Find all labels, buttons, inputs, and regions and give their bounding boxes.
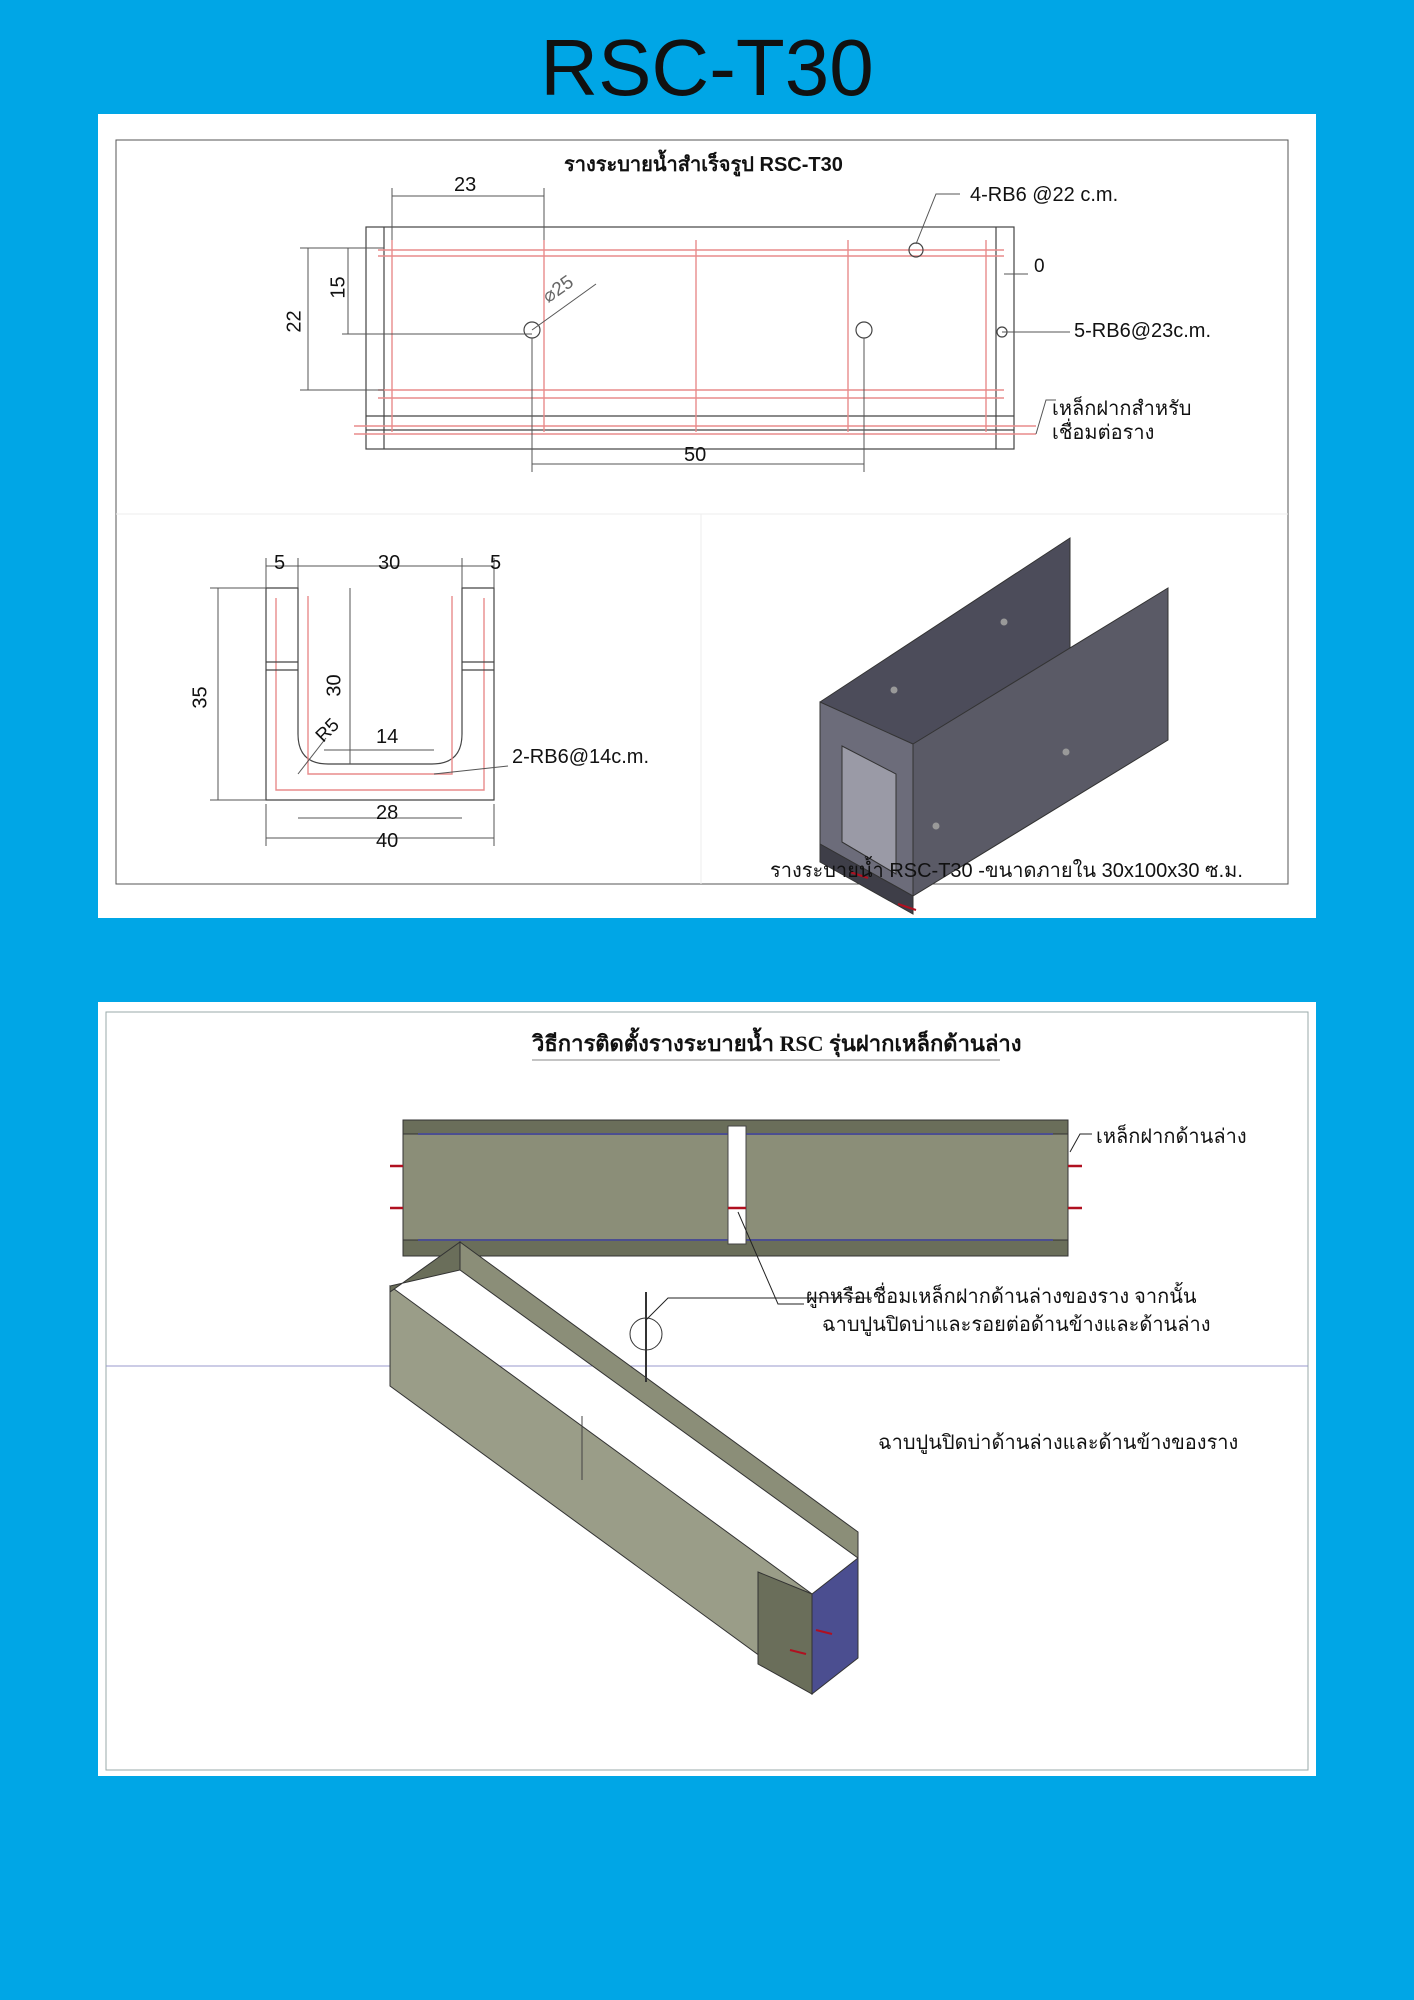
callout-stirrups: 5-RB6@23c.m. xyxy=(1074,320,1212,342)
spec-drawing-panel: รางระบายน้ำสำเร็จรูป RSC-T30 23 15 22 50… xyxy=(98,114,1316,918)
install-note-line1: ผูกหรือเชื่อมเหล็กฝากด้านล่างของราง จากน… xyxy=(806,1286,1197,1308)
dim-inner-width: 30 xyxy=(378,552,401,574)
dim-left-22: 22 xyxy=(283,310,306,333)
dim-left-15: 15 xyxy=(327,276,350,299)
isometric-view xyxy=(819,537,1169,915)
dim-base-inner-28: 28 xyxy=(376,802,399,824)
dim-bottom-bar-14: 14 xyxy=(376,726,399,748)
plan-view xyxy=(300,188,1070,472)
page-title: RSC-T30 xyxy=(540,23,874,112)
install-top-view xyxy=(390,1119,1092,1305)
callout-bottom-plate: เหล็กฝากด้านล่าง xyxy=(1096,1126,1247,1148)
cross-section-view xyxy=(210,558,509,846)
dim-top-23: 23 xyxy=(454,174,477,196)
spec-drawing-svg xyxy=(115,139,1289,915)
dim-bottom-50: 50 xyxy=(684,444,707,466)
iso-caption: รางระบายน้ำ RSC-T30 -ขนาดภายใน 30x100x30… xyxy=(770,860,1243,882)
dim-right-0: 0 xyxy=(1034,256,1045,277)
dim-wall-right: 5 xyxy=(490,552,502,574)
dim-wall-left: 5 xyxy=(274,552,286,574)
installation-panel: วิธีการติดตั้งรางระบายน้ำ RSC รุ่นฝากเหล… xyxy=(98,1002,1316,1776)
callout-plate-line1: เหล็กฝากสำหรับ xyxy=(1052,398,1192,420)
install-frame xyxy=(105,1011,1309,1771)
install-title: วิธีการติดตั้งรางระบายน้ำ RSC รุ่นฝากเหล… xyxy=(532,1031,1022,1056)
dim-height-35: 35 xyxy=(189,686,212,709)
callout-top-bars: 4-RB6 @22 c.m. xyxy=(970,184,1119,206)
dim-base-outer-40: 40 xyxy=(376,830,399,852)
dim-inner-height-30: 30 xyxy=(323,674,346,697)
install-note-line3: ฉาบปูนปิดบ่าด้านล่างและด้านข้างของราง xyxy=(878,1432,1239,1454)
drawing-frame xyxy=(115,139,1289,885)
installation-svg xyxy=(105,1011,1309,1771)
plan-title: รางระบายน้ำสำเร็จรูป RSC-T30 xyxy=(564,154,843,176)
callout-plate-line2: เชื่อมต่อราง xyxy=(1052,422,1155,444)
install-iso-view xyxy=(389,1241,872,1696)
install-note-line2: ฉาบปูนปิดบ่าและรอยต่อด้านข้างและด้านล่าง xyxy=(822,1314,1211,1336)
callout-section-bars: 2-RB6@14c.m. xyxy=(512,746,650,768)
